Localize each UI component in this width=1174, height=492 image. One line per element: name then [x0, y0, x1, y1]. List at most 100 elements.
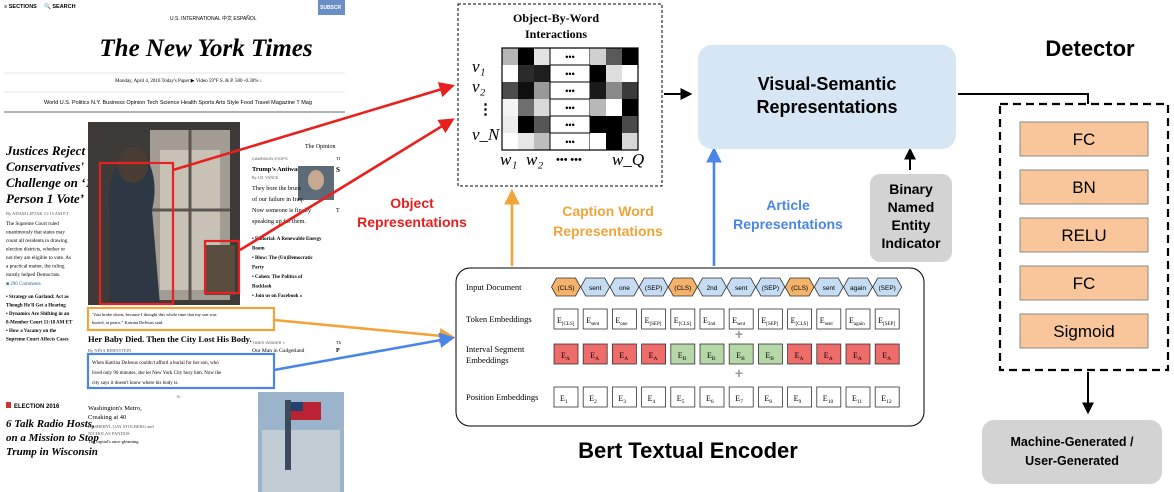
subscribe-button[interactable]: [318, 0, 345, 15]
detector-layer-box: [1019, 217, 1149, 253]
opinion-label[interactable]: The Opinion: [305, 144, 336, 150]
lead-line: not they are eligible to vote. As: [6, 255, 71, 261]
heatmap-cell: [534, 133, 550, 150]
output-label-2: User-Generated: [1025, 454, 1119, 468]
input-token: [580, 277, 611, 297]
bert-row-label: Embeddings: [466, 355, 509, 365]
token-embedding: [699, 308, 725, 330]
token-embedding: [553, 308, 579, 330]
headline-line-4[interactable]: Person 1 Vote’: [6, 191, 84, 206]
segment-embedding-label: EA: [619, 351, 628, 362]
token-embedding-label: E[SEP]: [878, 316, 895, 327]
input-token: [843, 277, 873, 297]
heatmap-cell: [518, 48, 534, 65]
binary-label-2: Named: [888, 199, 935, 215]
token-embedding-label: E[SEP]: [645, 316, 662, 327]
heatmap-cell: [518, 65, 534, 82]
arrows: [172, 82, 1094, 415]
opinion-bullet: • Blow: The (Un)Democratic: [252, 256, 313, 261]
campaign-title[interactable]: Trump's Antiwar Appeal: [252, 166, 321, 173]
position-embedding: [845, 386, 871, 408]
heatmap-border: [501, 47, 639, 151]
heatmap-cell: [622, 99, 638, 116]
detector-layer-label: BN: [1072, 178, 1096, 197]
token-embedding-label: E[CLS]: [557, 316, 575, 327]
story2-headline-line: Trump in Wisconsin: [6, 446, 98, 458]
headline-line-1[interactable]: Justices Reject: [5, 143, 85, 158]
heatmap-cell: [502, 82, 518, 99]
position-embedding-label: E2: [589, 394, 597, 405]
position-embedding-label: E1: [560, 394, 568, 405]
story2-headline-line: 6 Talk Radio Hosts,: [6, 418, 95, 430]
input-token-label: sent: [823, 285, 835, 292]
detector-layer-label: RELU: [1061, 226, 1106, 245]
object-repr-label-1: Object: [390, 195, 434, 211]
segment-embedding: [816, 343, 842, 365]
token-embedding: [582, 308, 608, 330]
input-token-label: (CLS): [791, 285, 808, 292]
heatmap-cell: [518, 133, 534, 150]
opinion-bullet: Party: [252, 266, 264, 271]
row-label-vn: v_N: [472, 125, 501, 144]
comments-link[interactable]: ■ 296 Comments: [6, 282, 41, 287]
metro-photo: [258, 392, 344, 492]
token-embedding-label: E[CLS]: [791, 316, 809, 327]
token-embedding: [641, 308, 666, 330]
lead-line: count all residents in drawing: [6, 238, 68, 244]
input-token: [784, 277, 815, 297]
heatmap-cell: [590, 133, 606, 150]
editions-links[interactable]: U.S. INTERNATIONAL 中文 ESPAÑOL: [170, 15, 257, 22]
lead-line: unanimously that states may: [6, 230, 65, 236]
dateline: Monday, April 4, 2016 Today's Paper ▶ Vi…: [115, 78, 262, 84]
position-embedding-label: E9: [794, 394, 802, 405]
token-embedding-label: E[CLS]: [674, 316, 692, 327]
lead-photo: [88, 122, 241, 306]
article-highlight: [86, 352, 276, 390]
plus-sign: +: [735, 365, 743, 381]
article-arrow: [273, 332, 456, 372]
article-repr-label-1: Article: [766, 197, 810, 213]
masthead-logo[interactable]: The New York Times: [99, 35, 312, 62]
sections-link[interactable]: ≡ SECTIONS: [4, 4, 37, 10]
position-embedding-label: E6: [706, 394, 714, 405]
heatmap-cell: [622, 65, 638, 82]
election-label[interactable]: ELECTION 2016: [14, 404, 60, 410]
section-nav[interactable]: World U.S. Politics N.Y. Business Opinio…: [44, 100, 312, 106]
heatmap-cell: [518, 82, 534, 99]
detector-layer-box: [1019, 121, 1149, 157]
heatmap-cell: [590, 48, 606, 65]
segment-embedding-label: EA: [590, 351, 599, 362]
metro-headline-1[interactable]: Washington's Metro,: [88, 405, 142, 412]
times-insider-title[interactable]: Our Man in Gadgetland: [252, 348, 305, 354]
heatmap-cell: [622, 133, 638, 150]
position-embedding-label: E12: [881, 394, 892, 405]
input-token-label: (SEP): [762, 285, 779, 292]
bert-row-label: Input Document: [466, 282, 522, 292]
binary-label-1: Binary: [889, 181, 933, 197]
detector-layer-label: Sigmoid: [1053, 322, 1114, 341]
caption-line-1: "Just broke down, because I thought this…: [92, 312, 217, 318]
related-bullet: • How a Vacancy on the: [6, 329, 57, 334]
heatmap-dots: •••: [565, 103, 574, 113]
times-insider-label[interactable]: TIMES INSIDER »: [252, 340, 286, 345]
interaction-heatmap: ••••••••••••••••••: [501, 47, 639, 151]
article-line-2: lived only 90 minutes, she let New York …: [92, 371, 222, 376]
search-link[interactable]: 🔍 SEARCH: [44, 2, 76, 10]
photo-headline[interactable]: Her Baby Died. Then the City Lost His Bo…: [88, 334, 252, 344]
row-label-ellipsis: ⋮: [478, 102, 493, 118]
metro-byline-1: By SHERYL GAY STOLBERG and: [88, 424, 154, 429]
input-token-label: (SEP): [645, 285, 662, 292]
caption-arrow: [273, 318, 456, 344]
metro-headline-2[interactable]: Creaking at 40: [88, 414, 126, 421]
col-label-w2: w₂: [526, 150, 543, 169]
binary-indicator-box: [870, 174, 952, 262]
right-edge-5: P: [336, 348, 340, 354]
headline-line-2[interactable]: Conservatives': [6, 159, 84, 174]
input-token: [551, 277, 581, 297]
headline-line-3[interactable]: Challenge on ‘1: [6, 175, 92, 190]
segment-embedding: [670, 343, 696, 365]
article-line-1: When Katrina DeJesus couldn't afford a b…: [92, 361, 219, 366]
lead-line: a practical matter, the ruling: [6, 264, 65, 270]
